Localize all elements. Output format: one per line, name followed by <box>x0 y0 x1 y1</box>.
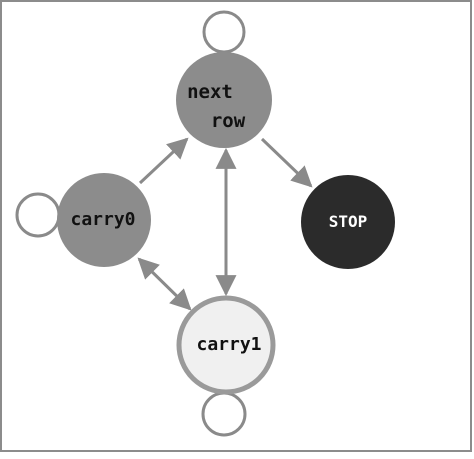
node-next-row-circle <box>176 52 272 148</box>
node-stop[interactable]: STOP <box>301 175 395 269</box>
node-next-row-label-line1: next <box>187 81 233 103</box>
edge-carry0-to-next-row <box>138 137 189 185</box>
node-next-row-label-line2: row <box>211 110 246 132</box>
node-carry0[interactable]: carry0 <box>57 173 151 267</box>
edge-next-row-to-stop <box>260 137 313 188</box>
node-carry0-label: carry0 <box>70 209 135 230</box>
node-carry1-circle <box>176 295 276 395</box>
node-next-row[interactable]: next row <box>176 52 272 148</box>
edge-carry0-carry1 <box>137 257 192 311</box>
node-carry1[interactable]: carry1 <box>176 295 276 395</box>
node-carry0-circle <box>57 173 151 267</box>
node-carry1-label: carry1 <box>196 334 261 355</box>
node-stop-label: STOP <box>329 212 368 231</box>
node-stop-circle <box>301 175 395 269</box>
